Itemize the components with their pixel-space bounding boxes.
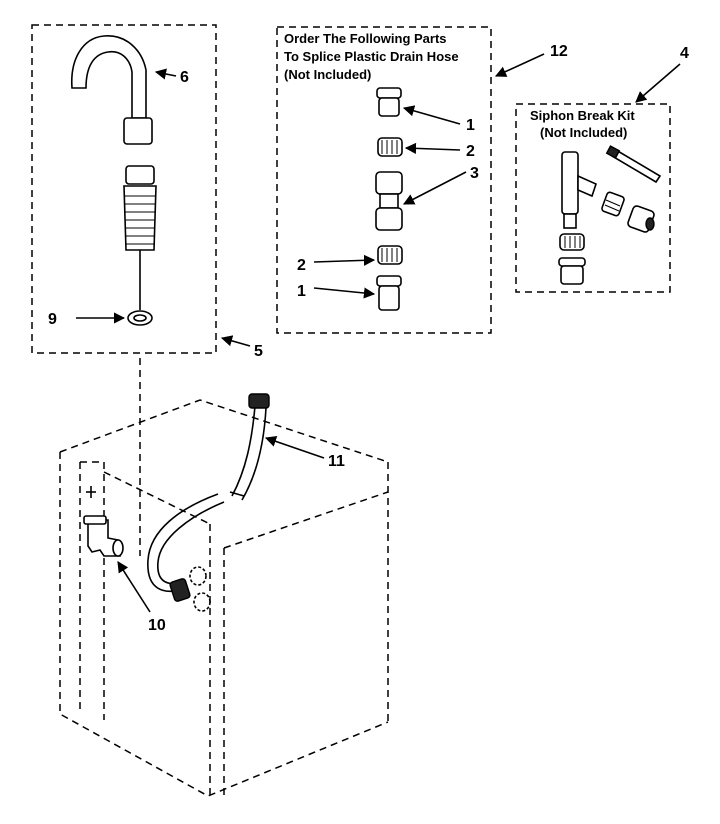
splice-clamp-bottom-part bbox=[377, 245, 403, 265]
hose-clamp-part bbox=[127, 310, 153, 326]
siphon-kit-title-line-1: Siphon Break Kit bbox=[530, 108, 635, 123]
splice-cuff-top-part bbox=[376, 87, 402, 117]
tie-strap-part bbox=[605, 145, 662, 184]
drain-hose-end-part bbox=[123, 165, 157, 310]
drain-hose-assembly-box bbox=[31, 24, 217, 354]
drain-hose-splice-box: Order The Following Parts To Splice Plas… bbox=[276, 26, 492, 334]
siphon-fitting-part bbox=[627, 205, 655, 233]
drain-hose-part bbox=[147, 393, 270, 612]
splice-box-title-line-3: (Not Included) bbox=[284, 67, 371, 82]
siphon-nut-part bbox=[601, 191, 625, 217]
callout-2-top: 2 bbox=[466, 143, 475, 160]
callout-5: 5 bbox=[254, 343, 263, 360]
callout-9: 9 bbox=[48, 311, 57, 328]
splice-connector-part bbox=[375, 171, 403, 231]
hose-hook-part bbox=[71, 35, 153, 145]
callout-1-top: 1 bbox=[466, 117, 475, 134]
callout-4: 4 bbox=[680, 45, 689, 62]
splice-box-title-line-2: To Splice Plastic Drain Hose bbox=[284, 49, 459, 64]
callout-2-bottom: 2 bbox=[297, 257, 306, 274]
splice-clamp-top-part bbox=[377, 137, 403, 157]
callout-3: 3 bbox=[470, 165, 479, 182]
callout-12: 12 bbox=[550, 43, 568, 60]
callout-1-bottom: 1 bbox=[297, 283, 306, 300]
siphon-break-kit-box: Siphon Break Kit (Not Included) bbox=[515, 103, 671, 293]
callout-11: 11 bbox=[328, 453, 345, 470]
washer-cabinet bbox=[59, 358, 389, 797]
splice-box-title-line-1: Order The Following Parts bbox=[284, 31, 447, 46]
callout-10: 10 bbox=[148, 617, 166, 634]
siphon-tee-part bbox=[561, 151, 597, 229]
callout-6: 6 bbox=[180, 69, 189, 86]
siphon-cuff-part bbox=[558, 257, 586, 285]
siphon-kit-title-line-2: (Not Included) bbox=[540, 125, 627, 140]
splice-cuff-bottom-part bbox=[376, 275, 402, 311]
siphon-clamp-part bbox=[559, 233, 585, 251]
standpipe-tee-part bbox=[83, 515, 124, 557]
